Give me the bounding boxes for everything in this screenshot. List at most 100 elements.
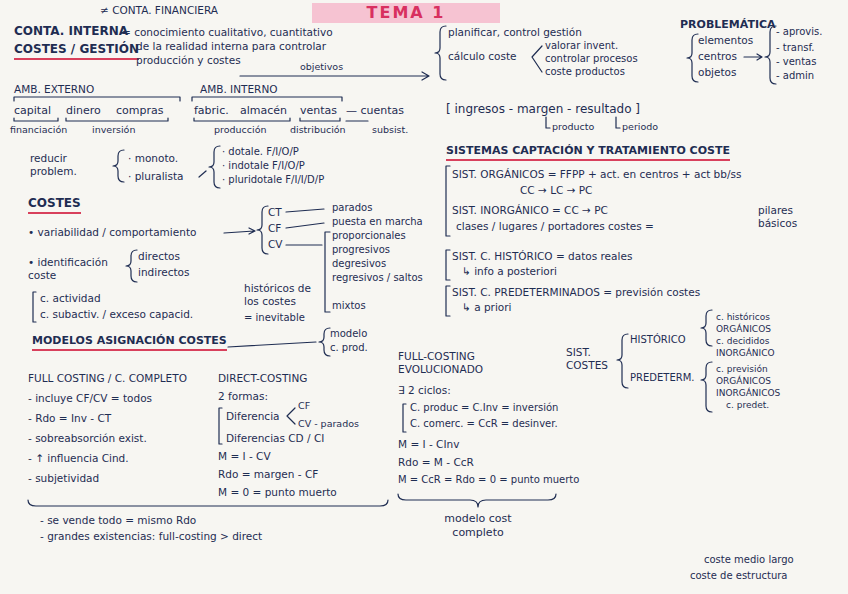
note-text: FULL-COSTING EVOLUCIONADO bbox=[398, 350, 528, 376]
note-text: financiación bbox=[10, 124, 67, 136]
note-text: M = CcR = Rdo = 0 = punto muerto bbox=[398, 474, 579, 487]
note-text: Rdo = M - CcR bbox=[398, 456, 474, 469]
note-text: SIST. COSTES bbox=[566, 346, 618, 372]
note-text: inversión bbox=[92, 124, 135, 136]
note-text: HISTÓRICO bbox=[630, 334, 686, 347]
note-text: producto bbox=[552, 121, 594, 133]
note-text: · monoto. bbox=[128, 152, 178, 165]
note-text: - sobreabsorción exist. bbox=[28, 432, 147, 445]
note-text: c. históricos bbox=[716, 312, 770, 323]
note-text: INORGÁNICO bbox=[716, 348, 775, 359]
note-text: de la realidad interna para controlar bbox=[136, 40, 326, 53]
note-text: PROBLEMÁTICA bbox=[680, 18, 776, 32]
note-text: AMB. INTERNO bbox=[200, 83, 278, 96]
note-text: - admin bbox=[776, 70, 814, 83]
note-text: CV - parados bbox=[298, 418, 359, 430]
note-text: mixtos bbox=[332, 300, 366, 313]
note-text: periodo bbox=[622, 121, 658, 133]
note-text: elementos bbox=[698, 34, 753, 47]
note-text: • variabilidad / comportamiento bbox=[28, 226, 196, 239]
note-text: regresivos / saltos bbox=[332, 272, 423, 285]
note-text: c. decididos bbox=[716, 336, 770, 347]
note-text: CF bbox=[298, 400, 310, 412]
note-text: valorar invent. bbox=[545, 40, 618, 53]
note-text: Diferencias CD / CI bbox=[226, 432, 324, 445]
note-text: SIST. C. HISTÓRICO = datos reales bbox=[452, 250, 632, 263]
note-text: C. comerc. = CcR = desinver. bbox=[410, 418, 558, 431]
note-text: modelo bbox=[330, 328, 367, 341]
note-text: · dotale. F/I/O/P bbox=[222, 146, 299, 159]
title-text: TEMA 1 bbox=[312, 3, 500, 23]
note-text: ∃ 2 ciclos: bbox=[398, 384, 451, 397]
note-text: - incluye CF/CV = todos bbox=[28, 392, 152, 405]
note-text: 2 formas: bbox=[218, 390, 268, 403]
note-text: c. actividad bbox=[40, 292, 101, 305]
note-text: proporcionales bbox=[332, 230, 406, 243]
note-text: pilares básicos bbox=[758, 204, 818, 230]
note-text: producción bbox=[214, 124, 267, 136]
note-text: coste productos bbox=[545, 66, 625, 79]
note-text: INORGÁNICOS bbox=[716, 388, 780, 399]
note-text: indirectos bbox=[138, 266, 190, 279]
note-text: CC → LC → PC bbox=[520, 184, 592, 197]
note-text: [ ingresos - margen - resultado ] bbox=[446, 102, 640, 117]
note-text: subsist. bbox=[372, 124, 408, 136]
note-text: coste de estructura bbox=[690, 570, 788, 583]
section-heading: SISTEMAS CAPTACIÓN Y TRATAMIENTO COSTE bbox=[446, 144, 730, 161]
note-text: SIST. ORGÁNICOS = FFPP + act. en centros… bbox=[452, 168, 741, 181]
note-text: c. previsión bbox=[716, 364, 768, 375]
note-text: - ventas bbox=[776, 56, 816, 69]
note-text: ↳ a priori bbox=[462, 301, 511, 314]
note-text: SIST. INORGÁNICO = CC → PC bbox=[452, 204, 608, 217]
note-text: · pluralista bbox=[128, 170, 184, 183]
note-text: fabric. bbox=[194, 104, 229, 118]
note-text: C. produc = C.Inv = inversión bbox=[410, 402, 558, 415]
note-text: ↳ info a posteriori bbox=[462, 265, 557, 278]
note-text: - subjetividad bbox=[28, 472, 99, 485]
note-text: puesta en marcha bbox=[332, 216, 423, 229]
note-text: = inevitable bbox=[244, 312, 305, 325]
note-text: SIST. C. PREDETERMINADOS = previsión cos… bbox=[452, 286, 700, 299]
note-text: reducir problem. bbox=[30, 152, 100, 178]
note-text: c. subactiv. / exceso capacid. bbox=[40, 308, 193, 321]
note-text: ORGÁNICOS bbox=[716, 376, 771, 387]
note-text: compras bbox=[116, 104, 163, 118]
note-text: · pluridotale F/I/I/D/P bbox=[222, 174, 324, 187]
note-text: CF bbox=[268, 222, 281, 235]
note-text: c. prod. bbox=[330, 342, 368, 355]
note-text: degresivos bbox=[332, 258, 386, 271]
note-text: CV bbox=[268, 238, 283, 251]
note-text: coste medio largo bbox=[704, 554, 794, 567]
note-text: progresivos bbox=[332, 244, 390, 257]
note-text: ventas bbox=[300, 104, 337, 118]
note-text: modelo cost completo bbox=[433, 512, 523, 540]
note-text: FULL COSTING / C. COMPLETO bbox=[28, 372, 187, 385]
note-text: - se vende todo = mismo Rdo bbox=[40, 514, 196, 527]
note-text: AMB. EXTERNO bbox=[14, 83, 94, 96]
note-text: Rdo = margen - CF bbox=[218, 468, 318, 481]
section-heading: COSTES bbox=[28, 196, 81, 214]
note-text: - grandes existencias: full-costing > di… bbox=[40, 530, 262, 543]
note-text: ≠ CONTA. FINANCIERA bbox=[100, 4, 218, 17]
note-text: • identificación coste bbox=[28, 256, 128, 282]
note-text: — cuentas bbox=[346, 104, 404, 118]
note-text: almacén bbox=[240, 104, 287, 118]
note-text: dinero bbox=[66, 104, 101, 118]
note-text: PREDETERM. bbox=[630, 372, 695, 385]
note-text: M = I - CV bbox=[218, 450, 271, 463]
note-text: centros bbox=[698, 50, 737, 63]
note-text: M = 0 = punto muerto bbox=[218, 486, 337, 499]
section-heading: MODELOS ASIGNACIÓN COSTES bbox=[32, 334, 227, 351]
note-text: producción y costes bbox=[136, 54, 241, 67]
note-text: planificar, control gestión bbox=[448, 26, 582, 39]
note-text: objetos bbox=[698, 66, 736, 79]
note-text: CT bbox=[268, 206, 282, 219]
note-text: clases / lugares / portadores costes = bbox=[456, 220, 654, 233]
note-text: - transf. bbox=[776, 42, 814, 55]
note-text: controlar procesos bbox=[545, 53, 638, 66]
note-text: Diferencia bbox=[226, 410, 279, 423]
note-text: DIRECT-COSTING bbox=[218, 372, 307, 385]
note-text: parados bbox=[332, 202, 372, 215]
note-text: CONTA. INTERNA bbox=[14, 24, 128, 39]
